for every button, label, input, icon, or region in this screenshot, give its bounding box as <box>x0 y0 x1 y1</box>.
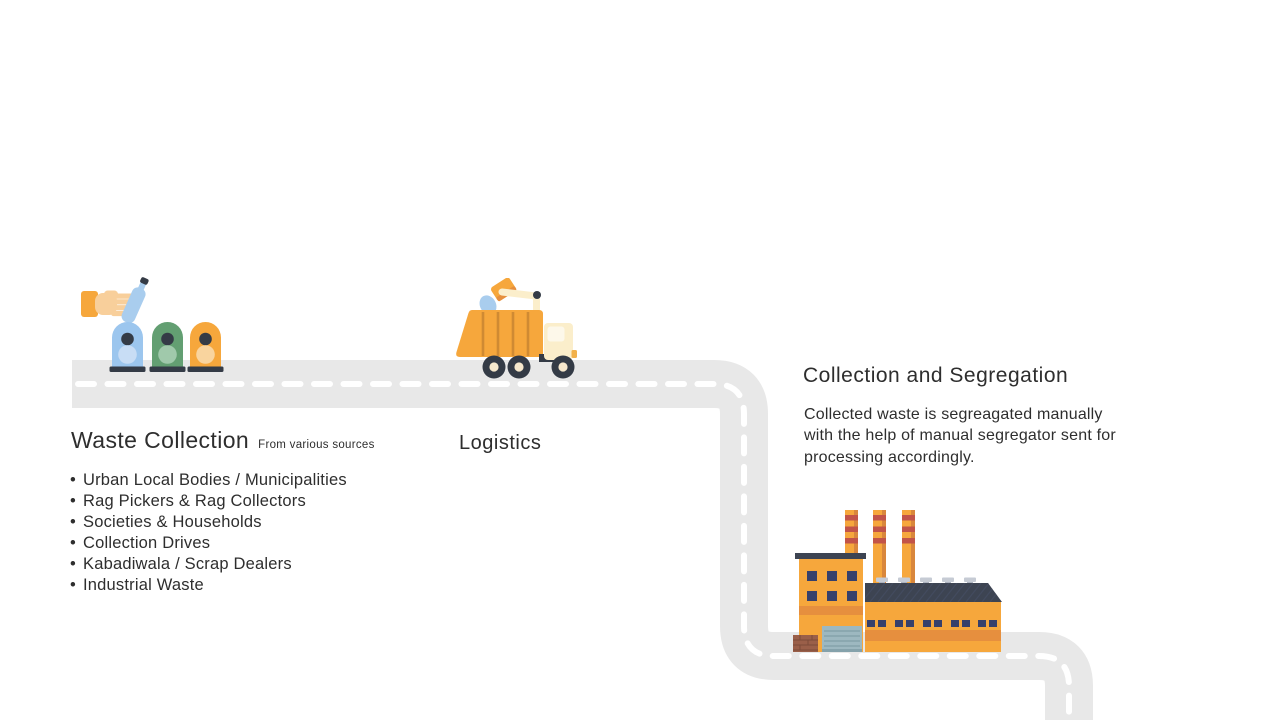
waste-source-item: Rag Pickers & Rag Collectors <box>70 491 347 512</box>
truck-arm-post <box>533 294 540 312</box>
waste-collection-title: Waste Collection <box>71 427 250 453</box>
collection-segregation-title: Collection and Segregation <box>803 364 1069 387</box>
bottle-icon <box>121 277 149 324</box>
headlight <box>571 350 577 358</box>
truck-arm <box>498 288 540 300</box>
chimney <box>845 510 858 558</box>
waste-sources-list: Urban Local Bodies / MunicipalitiesRag P… <box>70 470 347 596</box>
recycling-bins-icon <box>81 277 224 372</box>
arm-pivot <box>533 291 541 299</box>
chimney <box>902 510 915 585</box>
brick-shed <box>793 635 818 652</box>
tower-band <box>799 606 863 615</box>
waste-source-item: Kabadiwala / Scrap Dealers <box>70 554 347 575</box>
factory-windows <box>867 620 997 627</box>
waste-source-item: Collection Drives <box>70 533 347 554</box>
waste-source-item: Societies & Households <box>70 512 347 533</box>
cab-window <box>547 326 565 342</box>
waste-source-item: Urban Local Bodies / Municipalities <box>70 470 347 491</box>
description-line: Collected waste is segreagated manually <box>804 406 1103 423</box>
factory-band <box>865 630 1001 641</box>
truck-body <box>456 310 543 357</box>
tower-windows <box>807 571 857 601</box>
garage-door <box>822 626 862 652</box>
factory-roof-hatch <box>865 583 1002 602</box>
description-line: with the help of manual segregator sent … <box>804 427 1116 445</box>
green-bin <box>149 322 186 372</box>
description-line: processing accordingly. <box>804 448 975 466</box>
waste-collection-section-title: Waste Collection From various sources <box>71 427 375 454</box>
truck-wheels <box>482 355 575 379</box>
segregation-factory-icon <box>793 510 1002 652</box>
garbage-truck-icon <box>456 278 577 379</box>
road-center-dashes <box>75 381 1072 720</box>
tower-roof <box>795 553 866 559</box>
chimney <box>873 510 886 585</box>
truck-body-ribs <box>481 312 530 356</box>
orange-bin <box>187 322 224 372</box>
waste-source-item: Industrial Waste <box>70 575 347 596</box>
waste-collection-subtitle: From various sources <box>258 439 375 451</box>
logistics-title: Logistics <box>459 432 542 454</box>
collection-segregation-description: Collected waste is segreagated manually w… <box>804 404 1116 468</box>
blue-bin <box>109 322 146 372</box>
chimneys <box>845 510 915 585</box>
waste-item <box>479 295 497 315</box>
